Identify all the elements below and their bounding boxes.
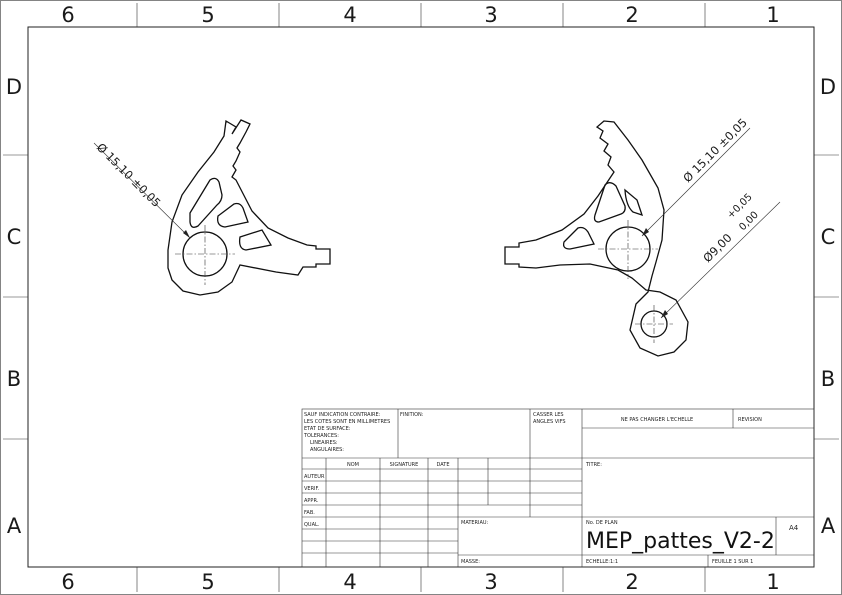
left-leader	[93, 142, 191, 239]
note-line-5: LINEAIRES:	[310, 440, 338, 446]
header-date: DATE	[436, 462, 449, 468]
casser-line-1: CASSER LES	[533, 412, 564, 418]
small-leader-arrow	[661, 310, 668, 318]
left-pocket-2	[217, 202, 249, 228]
note-line-4: TOLERANCES:	[303, 433, 339, 439]
note-line-3: ETAT DE SURFACE:	[304, 426, 351, 432]
zone-row-d-right: D	[820, 75, 836, 99]
right-diameter-dim: Ø 15,10 ±0,05	[680, 115, 750, 185]
right-pocket-2	[562, 226, 595, 250]
role-appr: APPR.	[304, 498, 319, 504]
masse-label: MASSE:	[461, 559, 480, 565]
zone-row-c-right: C	[821, 225, 836, 249]
zone-row-d-left: D	[6, 75, 22, 99]
left-part-view: Ø 15,10 ±0,05	[93, 119, 331, 296]
role-auteur: AUTEUR	[304, 474, 325, 480]
note-line-6: ANGULAIRES:	[310, 447, 344, 453]
zone-dividers	[3, 3, 839, 592]
zone-row-a-right: A	[821, 514, 836, 538]
left-diameter-dim: Ø 15,10 ±0,05	[94, 140, 164, 210]
no-scale-note: NE PAS CHANGER L'ECHELLE	[621, 417, 693, 423]
zone-col-4-bottom: 4	[343, 570, 356, 594]
right-pocket-3	[624, 188, 644, 217]
zone-col-6-top: 6	[61, 3, 74, 27]
finition-label: FINITION:	[400, 412, 424, 418]
right-leader-arrow	[642, 228, 649, 236]
zone-col-3-bottom: 3	[484, 570, 497, 594]
drawing-number: MEP_pattes_V2-2	[586, 529, 775, 554]
zone-col-4-top: 4	[343, 3, 356, 27]
titre-label: TITRE:	[585, 462, 602, 468]
right-part-view: Ø 15,10 ±0,05 Ø9,00 +0,05 0,00	[504, 115, 781, 357]
materiau-label: MATERIAU:	[461, 520, 489, 526]
zone-col-6-bottom: 6	[61, 570, 74, 594]
zone-row-c-left: C	[7, 225, 22, 249]
zone-col-5-bottom: 5	[201, 570, 214, 594]
revision-label: REVISION	[738, 417, 762, 423]
role-fab: FAB.	[304, 510, 315, 516]
feuille-label: FEUILLE 1 SUR 1	[712, 559, 753, 565]
zone-row-b-left: B	[7, 367, 21, 391]
zone-col-1-bottom: 1	[766, 570, 779, 594]
role-verif: VERIF.	[304, 486, 320, 492]
title-block	[301, 408, 815, 568]
echelle-label: ECHELLE:1:1	[586, 559, 618, 565]
right-pocket-1	[593, 182, 626, 223]
zone-row-a-left: A	[7, 514, 22, 538]
zone-row-b-right: B	[821, 367, 835, 391]
zone-col-2-top: 2	[625, 3, 638, 27]
small-diameter-dim: Ø9,00	[700, 231, 734, 265]
left-pocket-3	[238, 229, 273, 251]
header-signature: SIGNATURE	[390, 462, 419, 468]
zone-col-2-bottom: 2	[625, 570, 638, 594]
right-part-outline	[504, 120, 689, 357]
right-leader	[641, 127, 751, 237]
left-leader-arrow	[183, 230, 190, 238]
note-line-1: SAUF INDICATION CONTRAIRE:	[304, 412, 381, 418]
header-nom: NOM	[347, 462, 359, 468]
zone-col-1-top: 1	[766, 3, 779, 27]
format-label: A4	[789, 524, 799, 532]
note-line-2: LES COTES SONT EN MILLIMETRES	[304, 419, 390, 425]
drawing-frame	[27, 26, 815, 568]
small-leader	[660, 201, 781, 319]
role-qual: QUAL.	[304, 522, 320, 528]
no-plan-label: No. DE PLAN	[586, 520, 618, 526]
casser-line-2: ANGLES VIFS	[533, 419, 566, 425]
zone-col-3-top: 3	[484, 3, 497, 27]
zone-col-5-top: 5	[201, 3, 214, 27]
left-pocket-1	[189, 177, 223, 228]
left-part-outline	[167, 119, 331, 296]
